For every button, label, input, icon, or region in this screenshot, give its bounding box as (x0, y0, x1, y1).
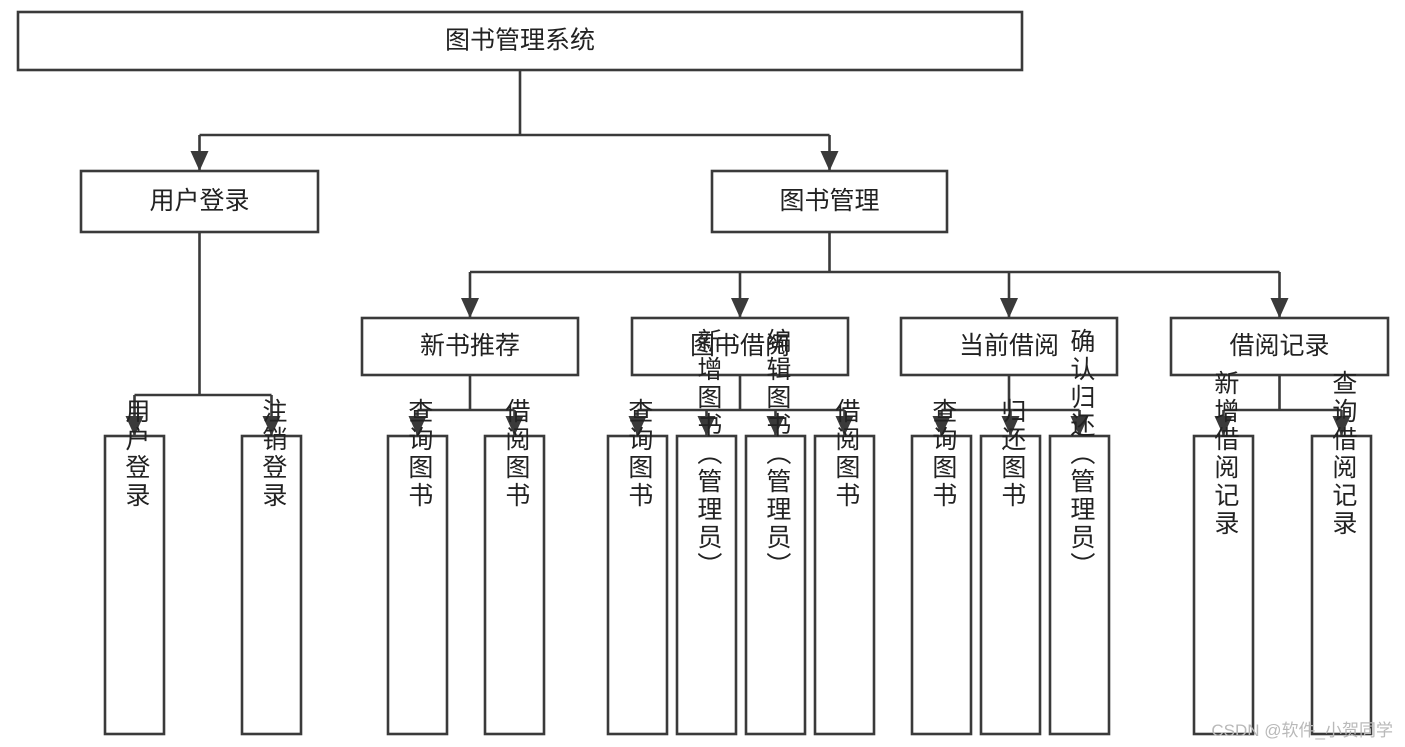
node-e6b3a8e99480e799bbe5bd95[interactable]: 注销登录 (240, 398, 303, 736)
node-label: 图书管理 (779, 187, 879, 215)
node-rect[interactable] (675, 434, 738, 736)
arrow-head-icon (766, 416, 785, 436)
node-rect[interactable] (744, 434, 807, 736)
arrow-head-icon (461, 298, 479, 318)
arrow-head-icon (190, 151, 209, 171)
node-label: 注销登录 (259, 398, 288, 510)
node-label: 新增借阅记录 (1211, 370, 1240, 538)
node-label: 新书推荐 (420, 332, 520, 360)
node-rect[interactable] (1048, 434, 1111, 736)
node-e794a8e688b7e799bbe5bd95[interactable]: 用户登录 (103, 398, 166, 736)
node-e696b0e5a29ee59bbee4b9a6[interactable]: 新增图书（管理员） (675, 328, 738, 736)
node-rect[interactable] (813, 434, 876, 736)
node-label: 新增图书（管理员） (694, 328, 723, 580)
node-rect[interactable] (899, 316, 1119, 377)
node-label: 查询图书 (625, 398, 654, 510)
node-rect[interactable] (386, 434, 449, 736)
arrow-head-icon (820, 151, 839, 171)
node-rect[interactable] (910, 434, 973, 736)
node-rect[interactable] (240, 434, 303, 736)
node-e7a1aee8aea4e5bd92e8bf98[interactable]: 确认归还（管理员） (1048, 328, 1111, 736)
node-e69fa5e8afa2e59bbee4b9a6[interactable]: 查询图书 (606, 398, 669, 736)
arrow-head-icon (1000, 298, 1018, 318)
node-rect[interactable] (1310, 434, 1373, 736)
node-rect[interactable] (1169, 316, 1390, 377)
node-label: 查询图书 (405, 398, 434, 510)
node-e5809fe99885e59bbee4b9a6[interactable]: 借阅图书 (483, 398, 546, 736)
node-label: 借阅图书 (502, 398, 531, 510)
node-e5bd93e5898de5809fe99885[interactable]: 当前借阅 (899, 316, 1119, 377)
node-label: 借阅记录 (1229, 332, 1329, 360)
node-e69fa5e8afa2e5809fe99885[interactable]: 查询借阅记录 (1310, 370, 1373, 736)
node-e696b0e5a29ee5809fe99885[interactable]: 新增借阅记录 (1192, 370, 1255, 736)
node-label: 用户登录 (149, 187, 249, 215)
arrow-head-icon (408, 416, 427, 436)
node-label: 查询图书 (929, 398, 958, 510)
node-e59bbee4b9a6e7aea1e79086[interactable]: 图书管理系统 (16, 10, 1024, 72)
arrow-head-icon (1332, 416, 1351, 436)
node-label: 图书借阅 (690, 332, 790, 360)
node-rect[interactable] (606, 434, 669, 736)
arrow-head-icon (835, 416, 854, 436)
arrow-head-icon (125, 416, 144, 436)
arrow-head-icon (628, 416, 647, 436)
arrow-head-icon (1070, 416, 1089, 436)
arrow-head-icon (1214, 416, 1233, 436)
node-e69fa5e8afa2e59bbee4b9a6[interactable]: 查询图书 (386, 398, 449, 736)
node-rect[interactable] (1192, 434, 1255, 736)
node-rect[interactable] (16, 10, 1024, 72)
node-boxes: 图书管理系统用户登录用户登录注销登录图书管理新书推荐查询图书借阅图书图书借阅查询… (16, 10, 1390, 736)
node-label: 用户登录 (122, 398, 151, 510)
node-rect[interactable] (483, 434, 546, 736)
node-label: 图书管理系统 (445, 27, 595, 55)
node-label: 当前借阅 (959, 332, 1059, 360)
node-e69fa5e8afa2e59bbee4b9a6[interactable]: 查询图书 (910, 398, 973, 736)
node-rect[interactable] (710, 169, 949, 234)
node-e5bd92e8bf98e59bbee4b9a6[interactable]: 归还图书 (979, 398, 1042, 736)
node-label: 归还图书 (998, 398, 1027, 510)
node-rect[interactable] (630, 316, 850, 377)
node-label: 查询借阅记录 (1329, 370, 1358, 538)
node-e59bbee4b9a6e5809fe99885[interactable]: 图书借阅 (630, 316, 850, 377)
node-e696b0e4b9a6e68ea8e88d90[interactable]: 新书推荐 (360, 316, 580, 377)
node-rect[interactable] (360, 316, 580, 377)
connector-lines (125, 70, 1351, 436)
node-e7bc96e8be91e59bbee4b9a6[interactable]: 编辑图书（管理员） (744, 328, 807, 736)
arrow-head-icon (1001, 416, 1020, 436)
node-label: 确认归还（管理员） (1067, 328, 1096, 580)
arrow-head-icon (697, 416, 716, 436)
arrow-head-icon (932, 416, 951, 436)
arrow-head-icon (505, 416, 524, 436)
arrow-head-icon (262, 416, 281, 436)
arrow-head-icon (731, 298, 749, 318)
arrow-head-icon (1270, 298, 1289, 318)
node-label: 借阅图书 (832, 398, 861, 510)
node-label: 编辑图书（管理员） (763, 328, 792, 580)
node-rect[interactable] (79, 169, 320, 234)
node-rect[interactable] (103, 434, 166, 736)
node-e5809fe99885e59bbee4b9a6[interactable]: 借阅图书 (813, 398, 876, 736)
node-e59bbee4b9a6e7aea1e79086[interactable]: 图书管理 (710, 169, 949, 234)
node-e5809fe99885e8aeb0e5bd95[interactable]: 借阅记录 (1169, 316, 1390, 377)
node-e794a8e688b7e799bbe5bd95[interactable]: 用户登录 (79, 169, 320, 234)
node-rect[interactable] (979, 434, 1042, 736)
